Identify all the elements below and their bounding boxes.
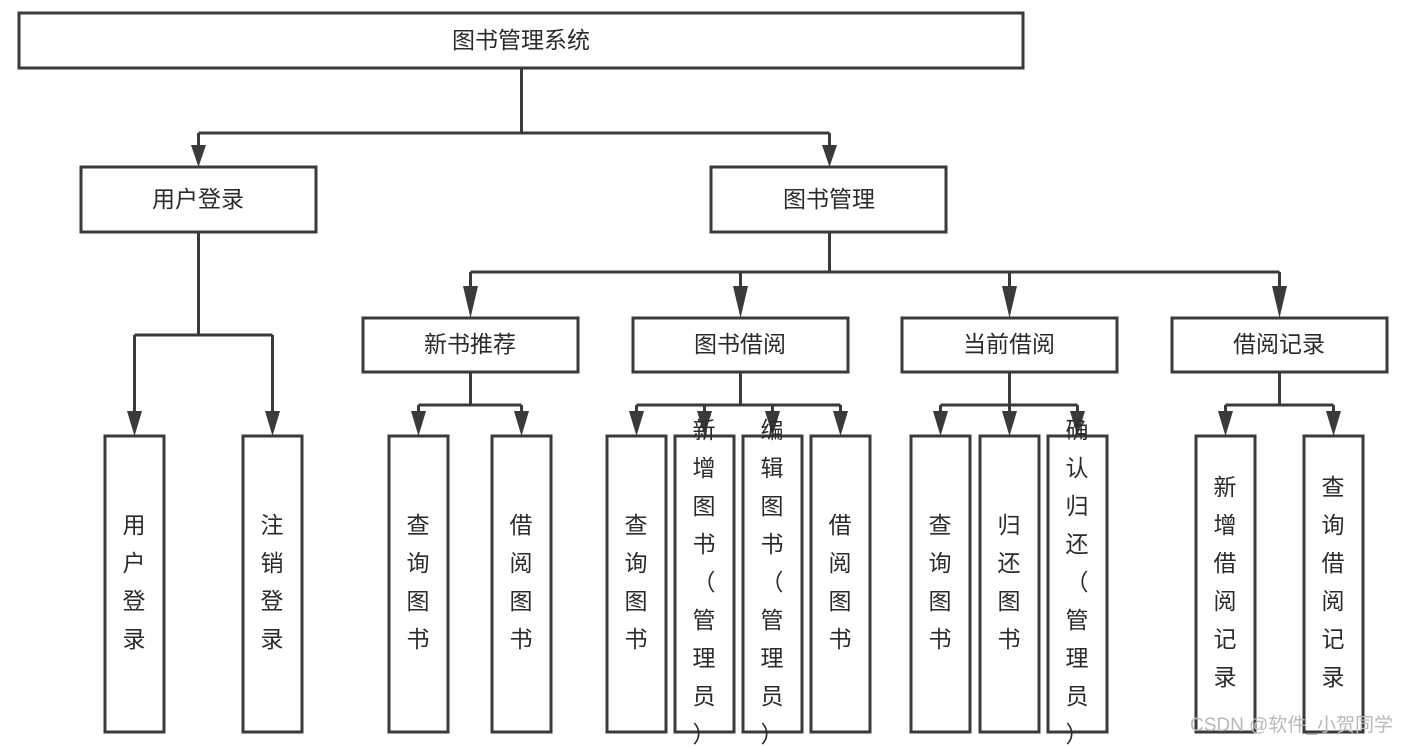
arrowhead-to-leaf-add-borrow-record (1218, 411, 1233, 436)
node-leaf-borrow-book-1[interactable]: 借阅图书 (490, 434, 553, 734)
arrowhead-layer (127, 145, 1341, 436)
node-leaf-user-logout-box[interactable] (241, 434, 304, 734)
node-leaf-user-logout-label: 注销登录 (261, 512, 284, 652)
arrowhead-to-leaf-query-book-1 (411, 411, 426, 436)
node-leaf-return-book-box[interactable] (978, 434, 1041, 734)
node-leaf-query-borrow-record[interactable]: 查询借阅记录 (1302, 434, 1365, 734)
arrowhead-to-borrow-record (1272, 286, 1287, 318)
arrowhead-to-leaf-query-book-2 (629, 411, 644, 436)
arrowhead-to-user-login (191, 145, 206, 167)
arrowhead-to-leaf-query-book-3 (933, 411, 948, 436)
node-leaf-borrow-book-1-box[interactable] (490, 434, 553, 734)
node-leaf-confirm-return-admin[interactable]: 确认归还（管理员） (1046, 417, 1109, 747)
node-new-book-recommend-box[interactable] (361, 316, 580, 374)
node-leaf-borrow-book-2-box[interactable] (809, 434, 872, 734)
node-book-manage-box[interactable] (709, 165, 948, 234)
node-borrow-record-label: 借阅记录 (1233, 331, 1325, 357)
node-leaf-borrow-book-2-label: 借阅图书 (829, 512, 852, 652)
node-root[interactable]: 图书管理系统 (17, 11, 1025, 70)
node-leaf-user-login-label: 用户登录 (123, 512, 146, 652)
arrowhead-to-leaf-user-logout (265, 411, 280, 436)
node-book-borrow[interactable]: 图书借阅 (631, 316, 850, 374)
node-leaf-add-borrow-record-box[interactable] (1194, 434, 1257, 734)
node-borrow-record-box[interactable] (1170, 316, 1389, 374)
node-user-login-box[interactable] (79, 165, 318, 234)
node-leaf-query-borrow-record-label: 查询借阅记录 (1322, 474, 1345, 690)
node-book-borrow-box[interactable] (631, 316, 850, 374)
node-new-book-recommend-label: 新书推荐 (424, 331, 516, 357)
arrowhead-to-leaf-borrow-book-1 (514, 411, 529, 436)
node-leaf-user-login-box[interactable] (103, 434, 166, 734)
node-root-box[interactable] (17, 11, 1025, 70)
node-leaf-query-book-3-box[interactable] (909, 434, 972, 734)
node-leaf-confirm-return-admin-box[interactable] (1046, 434, 1109, 734)
arrowhead-to-current-borrow (1002, 286, 1017, 318)
node-leaf-user-logout[interactable]: 注销登录 (241, 434, 304, 734)
node-leaf-borrow-book-1-label: 借阅图书 (510, 512, 533, 652)
node-current-borrow-box[interactable] (900, 316, 1119, 374)
node-leaf-query-book-2-label: 查询图书 (625, 512, 648, 652)
node-leaf-borrow-book-2[interactable]: 借阅图书 (809, 434, 872, 734)
node-leaf-add-book-admin-box[interactable] (673, 434, 736, 734)
node-new-book-recommend[interactable]: 新书推荐 (361, 316, 580, 374)
csdn-watermark: CSDN @软件_小贺同学 (1190, 714, 1393, 736)
arrowhead-to-leaf-confirm-return-admin (1070, 411, 1085, 436)
arrowhead-to-leaf-edit-book-admin (765, 411, 780, 436)
node-leaf-query-book-1[interactable]: 查询图书 (387, 434, 450, 734)
arrowhead-to-new-book-recommend (463, 286, 478, 318)
arrowhead-to-leaf-user-login (127, 411, 142, 436)
arrowhead-to-book-manage (822, 145, 837, 167)
arrowhead-to-book-borrow (733, 286, 748, 318)
node-leaf-query-book-2-box[interactable] (605, 434, 668, 734)
node-book-borrow-label: 图书借阅 (694, 331, 786, 357)
node-leaf-confirm-return-admin-label: 确认归还（管理员） (1066, 417, 1089, 747)
node-book-manage-label: 图书管理 (783, 186, 875, 212)
node-leaf-add-book-admin[interactable]: 新增图书（管理员） (673, 417, 736, 747)
node-root-label: 图书管理系统 (452, 27, 590, 53)
node-leaf-query-book-3-label: 查询图书 (929, 512, 952, 652)
node-user-login-label: 用户登录 (152, 186, 244, 212)
node-leaf-edit-book-admin[interactable]: 编辑图书（管理员） (741, 417, 804, 747)
arrowhead-to-leaf-return-book (1002, 411, 1017, 436)
node-leaf-edit-book-admin-label: 编辑图书（管理员） (761, 417, 784, 747)
node-leaf-query-borrow-record-box[interactable] (1302, 434, 1365, 734)
arrowhead-to-leaf-query-borrow-record (1326, 411, 1341, 436)
node-leaf-return-book[interactable]: 归还图书 (978, 434, 1041, 734)
arrowhead-to-leaf-borrow-book-2 (833, 411, 848, 436)
node-leaf-user-login[interactable]: 用户登录 (103, 434, 166, 734)
node-leaf-query-book-2[interactable]: 查询图书 (605, 434, 668, 734)
node-leaf-edit-book-admin-box[interactable] (741, 434, 804, 734)
node-leaf-add-book-admin-label: 新增图书（管理员） (693, 417, 716, 747)
node-leaf-add-borrow-record-label: 新增借阅记录 (1214, 474, 1237, 690)
node-leaf-query-book-1-label: 查询图书 (407, 512, 430, 652)
node-leaf-query-book-1-box[interactable] (387, 434, 450, 734)
node-leaf-add-borrow-record[interactable]: 新增借阅记录 (1194, 434, 1257, 734)
node-leaf-return-book-label: 归还图书 (998, 512, 1021, 652)
node-user-login[interactable]: 用户登录 (79, 165, 318, 234)
node-leaf-query-book-3[interactable]: 查询图书 (909, 434, 972, 734)
node-book-manage[interactable]: 图书管理 (709, 165, 948, 234)
arrowhead-to-leaf-add-book-admin (697, 411, 712, 436)
node-current-borrow-label: 当前借阅 (963, 331, 1055, 357)
node-borrow-record[interactable]: 借阅记录 (1170, 316, 1389, 374)
node-current-borrow[interactable]: 当前借阅 (900, 316, 1119, 374)
